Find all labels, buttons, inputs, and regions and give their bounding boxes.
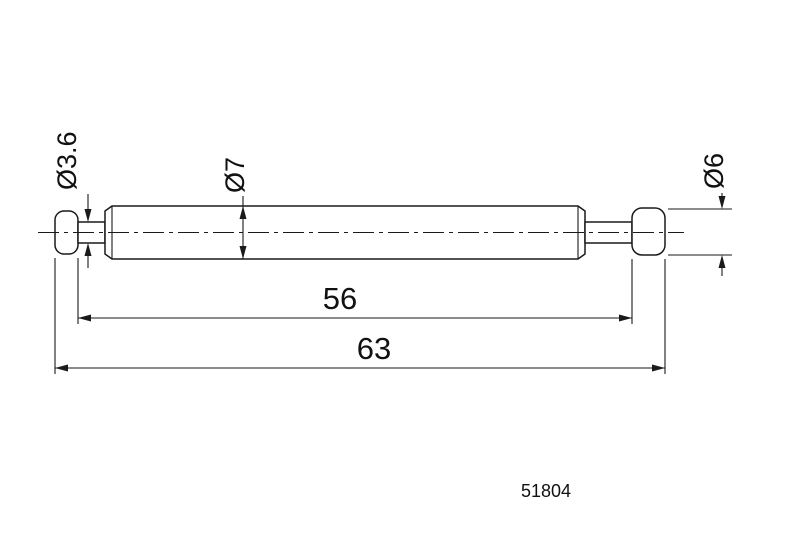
arrow-up-icon <box>718 255 726 268</box>
cap-diameter-label: Ø6 <box>699 153 729 189</box>
overall-length-label: 63 <box>357 331 391 366</box>
neck-diameter-label: Ø3.6 <box>52 131 82 190</box>
inner-length-label: 56 <box>323 281 357 316</box>
arrow-down-icon <box>84 209 92 222</box>
dim-neck-diameter: Ø3.6 <box>52 131 92 268</box>
arrow-left-icon <box>55 364 68 372</box>
arrow-right-icon <box>619 314 632 322</box>
body-diameter-label: Ø7 <box>220 157 250 193</box>
dim-body-diameter: Ø7 <box>220 157 250 259</box>
part-number: 51804 <box>521 481 571 501</box>
arrow-up-icon <box>84 243 92 256</box>
dim-cap-diameter: Ø6 <box>668 153 732 276</box>
arrow-down-icon <box>239 246 247 259</box>
arrow-down-icon <box>718 196 726 209</box>
arrow-left-icon <box>78 314 91 322</box>
arrow-right-icon <box>652 364 665 372</box>
right-cap <box>631 207 666 256</box>
dim-overall-length: 63 <box>54 258 666 374</box>
dim-inner-length: 56 <box>77 258 633 324</box>
arrow-up-icon <box>239 206 247 219</box>
